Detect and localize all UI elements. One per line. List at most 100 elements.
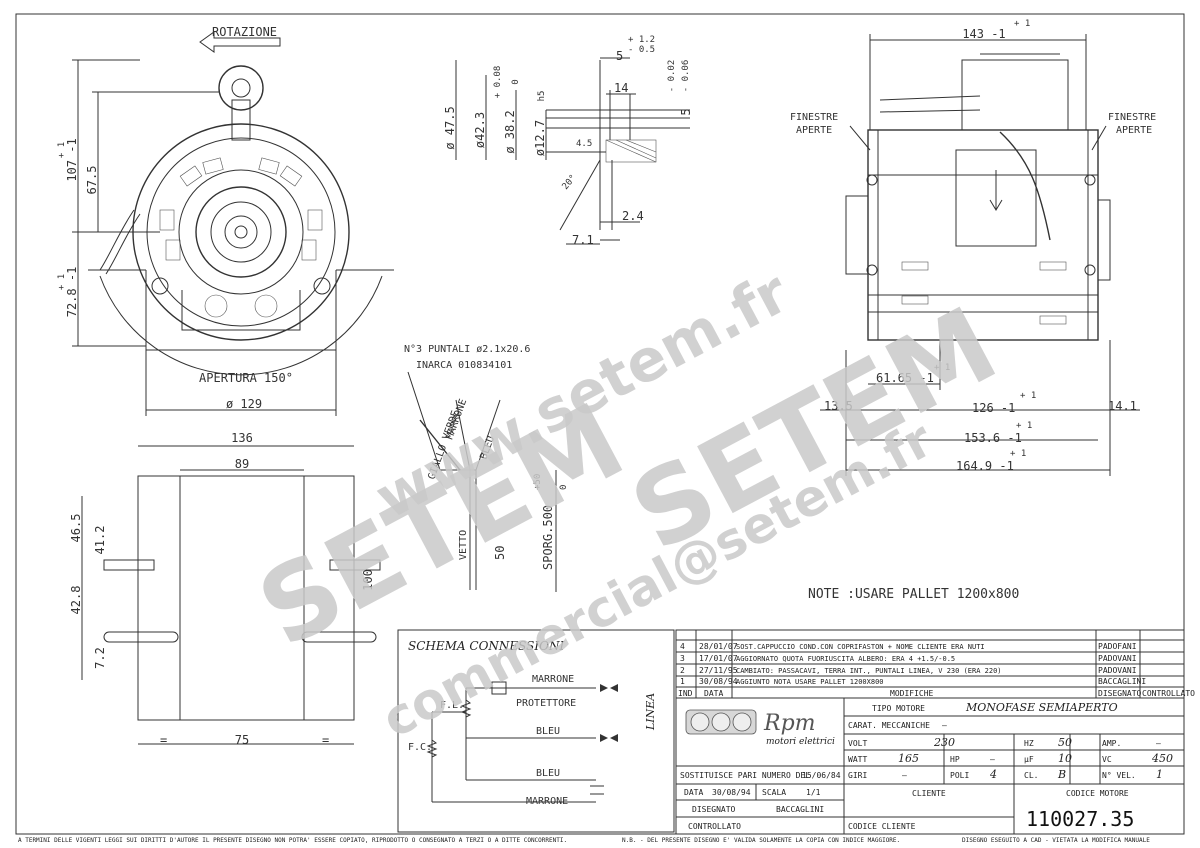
tipo-label: TIPO MOTORE (872, 704, 925, 713)
dim-14-1: 14.1 (1108, 399, 1137, 413)
dim-61-65: 61.65 -1 (876, 371, 934, 385)
sporg-tol-bot: 0 (559, 485, 569, 490)
rotation-label: ROTAZIONE (212, 25, 277, 39)
dim-100: 100 (361, 569, 375, 591)
front-height-top-dim: 107 -1 (65, 138, 79, 181)
d12-7-dim: ø12.7 (533, 120, 547, 156)
rotation-arrow-icon (199, 31, 281, 53)
eq-right: = (322, 733, 329, 747)
revision-ind: 2 (680, 666, 685, 675)
uf-value: 10 (1058, 752, 1072, 765)
rev-header-checked: CONTROLLATO (1142, 689, 1195, 698)
dim-14: 14 (614, 81, 628, 95)
revision-date: 27/11/95 (699, 666, 738, 675)
watt-label: WATT (848, 755, 867, 764)
schema-protettore: PROTETTORE (516, 698, 576, 709)
d12-7-tol: h5 (537, 91, 547, 102)
d47-5-dim: ø 47.5 (443, 106, 457, 149)
hp-label: HP (950, 755, 960, 764)
revision-date: 28/01/07 (699, 642, 738, 651)
dim-126-tol: + 1 (1020, 391, 1036, 401)
dim-5a-tol-top: + 1.2 (628, 35, 655, 45)
disegnato-value: BACCAGLINI (776, 805, 824, 814)
vc-label: VC (1102, 755, 1112, 764)
dim-61-65-tol: + 1 (934, 363, 950, 373)
footer-note: N.B. - DEL PRESENTE DISEGNO E' VALIDA SO… (622, 837, 900, 844)
schema-title: SCHEMA CONNESSIONI (408, 639, 564, 653)
revision-by: PADOFANI (1098, 642, 1137, 651)
dim-7-2: 7.2 (93, 647, 107, 669)
dim-164-9-tol: + 1 (1010, 449, 1026, 459)
cliente-label: CLIENTE (912, 789, 946, 798)
hz-label: HZ (1024, 739, 1034, 748)
connection-schema: SCHEMA CONNESSIONI MARRONE PROTETTORE BL… (397, 629, 675, 833)
revision-ind: 1 (680, 677, 685, 686)
eq-left: = (160, 733, 167, 747)
dim-5b: 5 (679, 108, 693, 115)
amp-label: AMP. (1102, 739, 1121, 748)
footer-copyright: A TERMINI DELLE VIGENTI LEGGI SUI DIRITT… (18, 837, 567, 844)
front-67-5-dim: 67.5 (85, 166, 99, 195)
dim-5b-tol-bot: - 0.06 (681, 60, 691, 93)
data-label: DATA (684, 788, 703, 797)
revision-text: AGGIORNATO QUOTA FUORIUSCITA ALBERO: ERA… (736, 655, 955, 663)
dim-2-4: 2.4 (622, 209, 644, 223)
sporg-label: SPORG.500 (541, 505, 555, 570)
dim-126: 126 -1 (972, 401, 1015, 415)
hz-value: 50 (1058, 736, 1072, 749)
rev-header-mods: MODIFICHE (890, 689, 934, 698)
connector-label: INARCA 010834101 (416, 360, 512, 371)
brand-sub: motori elettrici (766, 737, 835, 747)
side-view: FINESTRE APERTE FINESTRE APERTE 143 -1 +… (790, 19, 1156, 602)
revision-ind: 3 (680, 654, 685, 663)
dim-89: 89 (235, 457, 249, 471)
sheet-border (15, 13, 1185, 835)
codice-motore-value: 110027.35 (1026, 807, 1134, 831)
front-view: ROTAZIONE (57, 25, 394, 416)
volt-value: 230 (933, 736, 955, 749)
window-left-label-2: APERTE (796, 125, 832, 136)
window-left-label-1: FINESTRE (790, 112, 838, 123)
dim-143-tol: + 1 (1014, 19, 1030, 29)
nvel-value: 1 (1156, 768, 1163, 781)
window-right-label-1: FINESTRE (1108, 112, 1156, 123)
scala-value: 1/1 (806, 788, 821, 797)
dim-46-5: 46.5 (69, 514, 83, 543)
dim-4-5: 4.5 (576, 139, 592, 149)
watt-value: 165 (898, 752, 919, 765)
data-value: 30/08/94 (712, 788, 751, 797)
front-diameter-dim: ø 129 (226, 397, 262, 411)
revision-by: BACCAGLINI (1098, 677, 1146, 686)
dim-153-6-tol: + 1 (1016, 421, 1032, 431)
carat-label: CARAT. MECCANICHE (848, 721, 930, 730)
dim-164-9: 164.9 -1 (956, 459, 1014, 473)
dim-5a: 5 (616, 49, 623, 63)
volt-label: VOLT (848, 739, 867, 748)
carat-value: — (942, 721, 947, 730)
replaces-label: SOSTITUISCE PARI NUMERO DEL (680, 771, 810, 780)
aperture-label: APERTURA 150° (199, 371, 293, 385)
d38-2-tol-top: + 0.08 (493, 66, 503, 99)
dim-143: 143 -1 (962, 27, 1005, 41)
disegnato-label: DISEGNATO (692, 805, 736, 814)
poli-label: POLI (950, 771, 969, 780)
rev-header-ind: IND (678, 689, 693, 698)
brand-name: Rpm (763, 711, 816, 736)
angle-20: 20° (561, 173, 579, 192)
watermark: www.setem.fr SETEM SETEM commercial@sete… (240, 258, 1016, 749)
revision-by: PADOVANI (1098, 654, 1137, 663)
dim-75: 75 (235, 733, 249, 747)
schema-marrone-low: MARRONE (526, 796, 568, 807)
revision-date: 17/01/07 (699, 654, 738, 663)
pins-label: N°3 PUNTALI ø2.1x20.6 (404, 344, 530, 355)
rev-header-date: DATA (704, 689, 723, 698)
amp-value: — (1156, 739, 1161, 748)
cable-label: VETTO (458, 530, 469, 560)
d38-2-tol-bot: 0 (511, 79, 521, 84)
protector-icon (491, 681, 507, 695)
nvel-label: N° VEL. (1102, 771, 1136, 780)
vc-value: 450 (1151, 752, 1173, 765)
controllato-label: CONTROLLATO (688, 822, 741, 831)
dim-5a-tol-bot: - 0.5 (628, 45, 655, 55)
title-block (675, 697, 1185, 835)
